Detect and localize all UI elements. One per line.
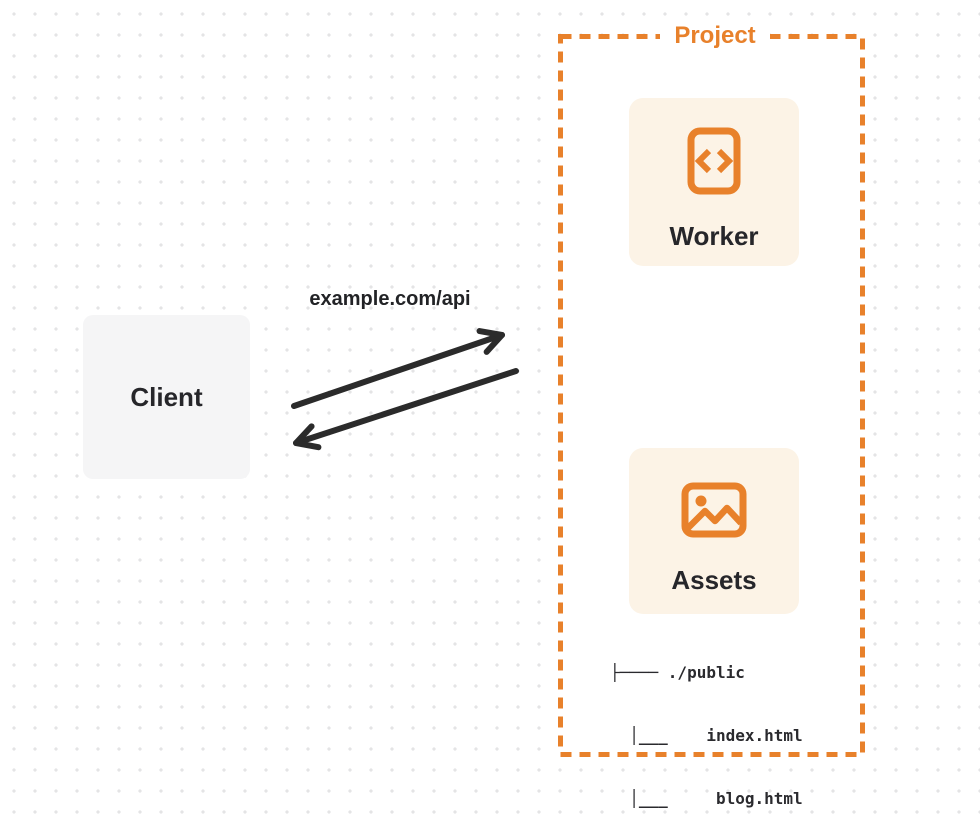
file-tree-row: │___ blog.html	[610, 788, 803, 809]
tree-entry-name: blog.html	[715, 789, 803, 808]
tree-branch-glyph: ├────	[610, 663, 668, 682]
worker-node: Worker	[629, 98, 799, 266]
worker-label: Worker	[669, 221, 759, 251]
code-file-icon	[687, 127, 741, 195]
project-label: Project	[660, 21, 770, 51]
tree-branch-glyph: │___	[610, 789, 716, 808]
client-node: Client	[83, 315, 250, 479]
file-tree-row: ├──── ./public	[610, 662, 803, 683]
client-label: Client	[130, 381, 203, 412]
tree-entry-name: ./public	[667, 663, 745, 682]
tree-entry-name: index.html	[706, 726, 803, 745]
tree-branch-glyph: │___	[610, 726, 707, 745]
response-arrow	[293, 368, 519, 451]
file-tree-row: │___ index.html	[610, 725, 803, 746]
assets-node: Assets	[629, 448, 799, 614]
request-url-label: example.com/api	[309, 288, 471, 310]
request-arrow	[291, 328, 505, 409]
image-icon	[681, 482, 747, 538]
file-tree: ├──── ./public │___ index.html │___ blog…	[610, 620, 803, 818]
assets-label: Assets	[671, 565, 757, 595]
